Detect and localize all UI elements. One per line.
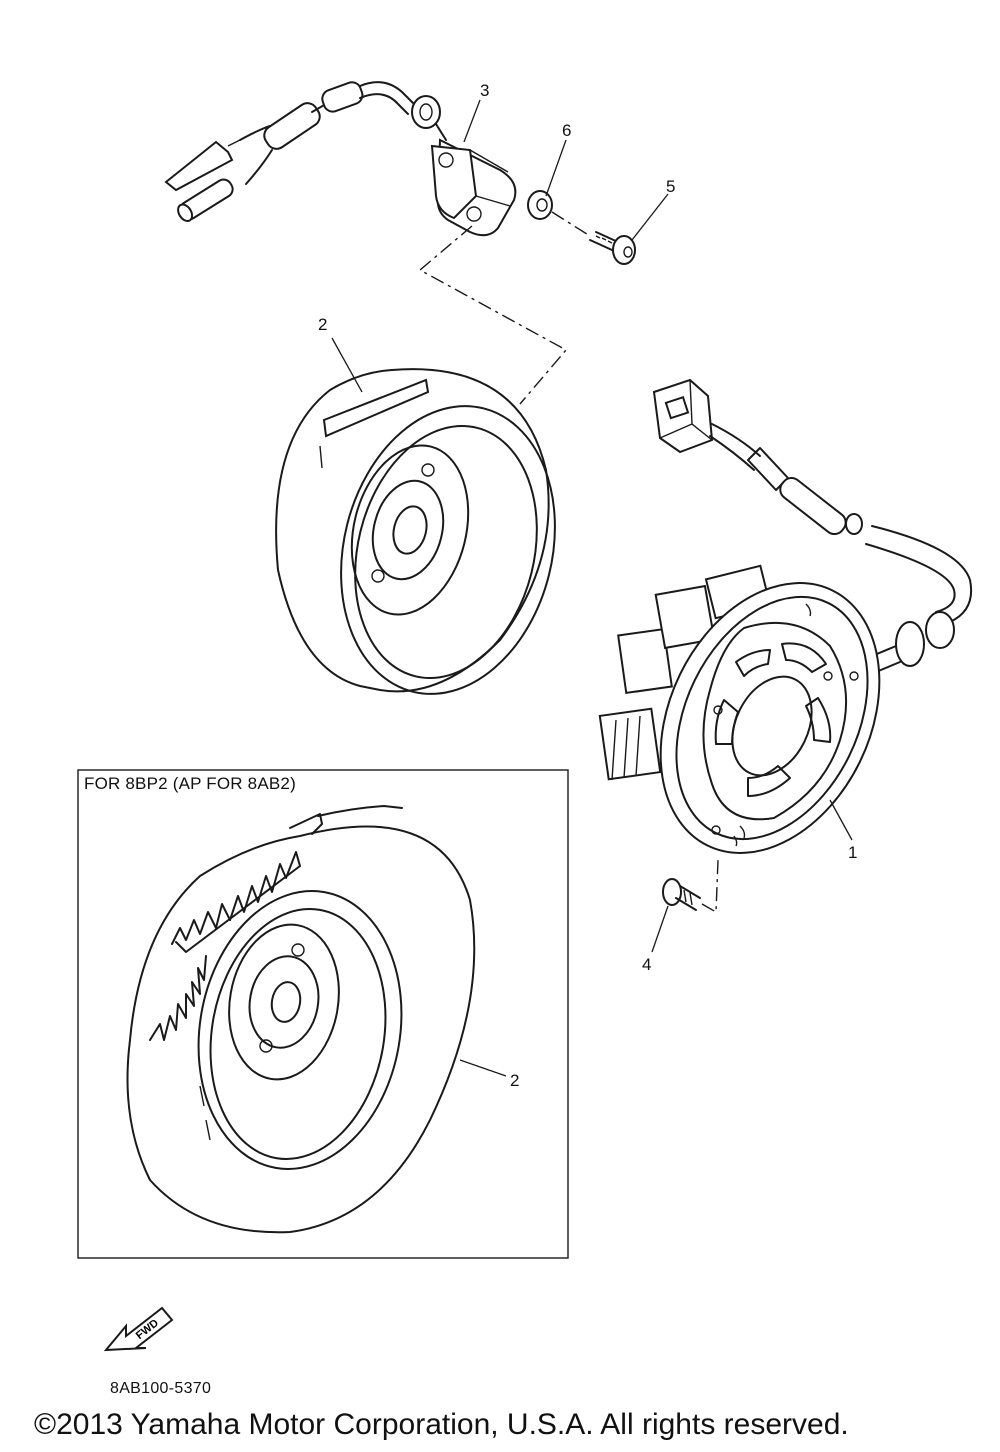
callout-1: 1 [848,843,857,862]
fwd-arrow-icon: FWD [103,1306,174,1352]
leader-line [545,139,567,197]
part-code: 8AB100-5370 [110,1380,212,1397]
inset-frame [77,769,569,1259]
leader-line [829,799,853,841]
callout-3: 3 [480,81,489,100]
pickup-coil-assembly [164,81,517,237]
callout-6: 6 [562,121,571,140]
stator-screw-part [662,859,719,914]
leader-line [631,193,669,241]
alignment-line [418,225,568,405]
inset-label: FOR 8BP2 (AP FOR 8AB2) [84,774,296,793]
stator-assembly [598,378,972,854]
callout-2-inset: 2 [510,1071,519,1090]
rotor-assembly [275,368,556,695]
washer-part [527,190,553,220]
leader-line [463,99,481,143]
leader-line [651,905,669,953]
screw-part [589,231,636,265]
callout-5: 5 [666,177,675,196]
leader-line [331,337,363,393]
callout-2: 2 [318,315,327,334]
copyright-notice: ©2013 Yamaha Motor Corporation, U.S.A. A… [34,1408,849,1441]
callout-4: 4 [642,955,651,974]
rotor-with-ring-gear [126,805,476,1234]
alignment-line [551,211,591,237]
leader-line [459,1059,507,1077]
